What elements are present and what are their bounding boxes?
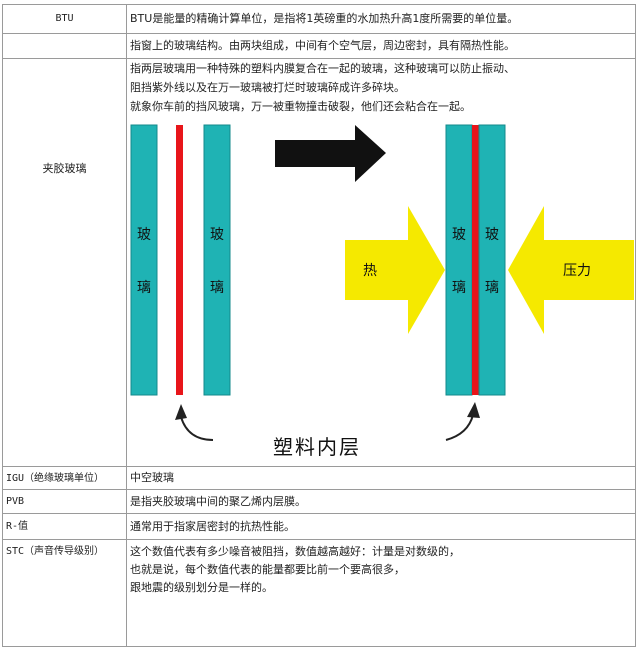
- pane-left-2-char-2: 璃: [210, 279, 224, 296]
- definition-laminated-glass-line-2: 阻挡紫外线以及在万一玻璃被打烂时玻璃碎成许多碎块。: [130, 81, 405, 94]
- heat-arrow-icon: [345, 206, 445, 334]
- definition-laminated-glass-line-3: 就象你车前的挡风玻璃，万一被重物撞击破裂，他们还会粘合在一起。: [130, 100, 471, 113]
- term-cell-r-value: R-值: [2, 513, 127, 540]
- interlayer-left: [176, 125, 183, 395]
- pressure-arrow-icon: [508, 206, 634, 334]
- term-stc: STC（声音传导级别）: [6, 546, 105, 557]
- term-btu: BTU: [55, 13, 74, 24]
- definition-cell-btu: BTU是能量的精确计算单位，是指将1英磅重的水加热升高1度所需要的单位量。: [126, 4, 636, 34]
- glass-pane-left-2: [203, 124, 231, 396]
- interlayer-right: [472, 125, 479, 395]
- pane-left-2-char-1: 玻: [210, 227, 224, 243]
- pane-right-1-char-2: 璃: [452, 279, 466, 296]
- term-cell-stc: STC（声音传导级别）: [2, 539, 127, 647]
- definition-stc-line-2: 也就是说，每个数值代表的能量都要比前一个要高很多，: [130, 563, 405, 576]
- heat-label: 热: [363, 263, 377, 279]
- definition-laminated-glass-line-1: 指两层玻璃用一种特殊的塑料内膜复合在一起的玻璃，这种玻璃可以防止振动、: [130, 62, 515, 75]
- pressure-label: 压力: [563, 263, 591, 279]
- pane-right-2-char-2: 璃: [485, 279, 499, 296]
- glass-pane-left-1: [130, 124, 158, 396]
- definition-pvb: 是指夹胶玻璃中间的聚乙烯内层膜。: [130, 495, 306, 508]
- black-arrow-icon: [275, 125, 386, 182]
- definition-r-value: 通常用于指家居密封的抗热性能。: [130, 520, 295, 533]
- pane-left-1-char-1: 玻: [137, 227, 151, 243]
- definition-cell-pvb: 是指夹胶玻璃中间的聚乙烯内层膜。: [126, 489, 636, 514]
- curved-arrow-left-head: [175, 404, 187, 420]
- definition-igu: 中空玻璃: [130, 471, 174, 484]
- term-cell-pvb: PVB: [2, 489, 127, 514]
- definition-btu: BTU是能量的精确计算单位，是指将1英磅重的水加热升高1度所需要的单位量。: [130, 12, 519, 25]
- term-laminated-glass: 夹胶玻璃: [42, 162, 87, 175]
- term-cell-igu: IGU（绝缘玻璃单位）: [2, 466, 127, 490]
- glass-pane-right-2: [478, 124, 506, 396]
- term-r-value: R-值: [6, 521, 29, 532]
- definition-stc-line-1: 这个数值代表有多少噪音被阻挡，数值越高越好：计量是对数级的，: [130, 545, 460, 558]
- curved-arrow-right-head: [467, 402, 480, 418]
- pane-right-1-char-1: 玻: [452, 227, 466, 243]
- term-igu: IGU（绝缘玻璃单位）: [6, 473, 105, 484]
- term-cell-btu: BTU: [2, 4, 127, 34]
- definition-stc-line-3: 跟地震的级别划分是一样的。: [130, 581, 273, 594]
- pane-left-1-char-2: 璃: [137, 279, 151, 296]
- term-pvb: PVB: [6, 496, 25, 507]
- pane-right-2-char-1: 玻: [485, 227, 499, 243]
- curved-arrow-right-icon: [445, 414, 474, 441]
- term-cell-empty: [2, 33, 127, 59]
- definition-cell-igu: 中空玻璃: [126, 466, 636, 490]
- definition-cell-r-value: 通常用于指家居密封的抗热性能。: [126, 513, 636, 540]
- curved-arrow-left-icon: [180, 416, 214, 441]
- term-cell-laminated-glass: 夹胶玻璃: [2, 58, 127, 467]
- definition-cell-stc: 这个数值代表有多少噪音被阻挡，数值越高越好：计量是对数级的， 也就是说，每个数值…: [126, 539, 636, 647]
- laminated-glass-diagram: 玻 璃 玻 璃 玻 璃 玻 璃 热 压力 塑料内层: [128, 122, 634, 462]
- interlayer-label: 塑料内层: [273, 435, 361, 459]
- definition-cell-double-glazing: 指窗上的玻璃结构。由两块组成，中间有个空气层，周边密封，具有隔热性能。: [126, 33, 636, 59]
- definition-double-glazing: 指窗上的玻璃结构。由两块组成，中间有个空气层，周边密封，具有隔热性能。: [130, 39, 515, 52]
- glass-pane-right-1: [445, 124, 473, 396]
